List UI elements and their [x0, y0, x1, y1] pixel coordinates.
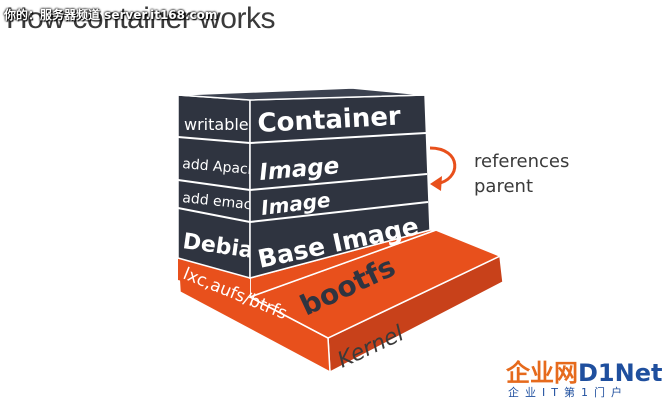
arrow-curve: [429, 146, 457, 186]
emacs-side-label: add emacs: [182, 190, 260, 214]
apache-side-label: add Apache: [182, 156, 266, 179]
divider-line: [177, 207, 251, 223]
stack-top-face: [177, 87, 426, 101]
logo-subtitle: 企业IT第1门户: [508, 386, 628, 399]
annotation-line-1: references: [474, 151, 570, 172]
references-annotation: references parent: [474, 149, 569, 199]
logo-cn-text: 企业网: [506, 359, 578, 387]
annotation-line-2: parent: [474, 176, 534, 197]
logo-en-text: D1Net: [578, 359, 663, 387]
divider-line: [177, 136, 251, 144]
slide-title: How container works: [6, 2, 275, 35]
divider-line: [249, 132, 427, 144]
d1net-logo: 企业网D1Net 企业IT第1门户: [506, 353, 670, 401]
arrow-head-icon: [430, 176, 442, 191]
container-label: Container: [257, 102, 402, 139]
bootfs-side-band: [178, 258, 250, 297]
divider-line: [249, 201, 429, 223]
reference-arrow: [429, 146, 457, 191]
container-side-label: writable: [184, 115, 249, 134]
logo-main: 企业网D1Net: [506, 353, 662, 388]
watermark-text: 你的：服务器频道 server.it168.com: [4, 8, 218, 22]
stack-side: writable add Apache add emacs Debian: [177, 94, 271, 279]
divider-line: [249, 173, 428, 191]
divider-line: [177, 179, 251, 191]
